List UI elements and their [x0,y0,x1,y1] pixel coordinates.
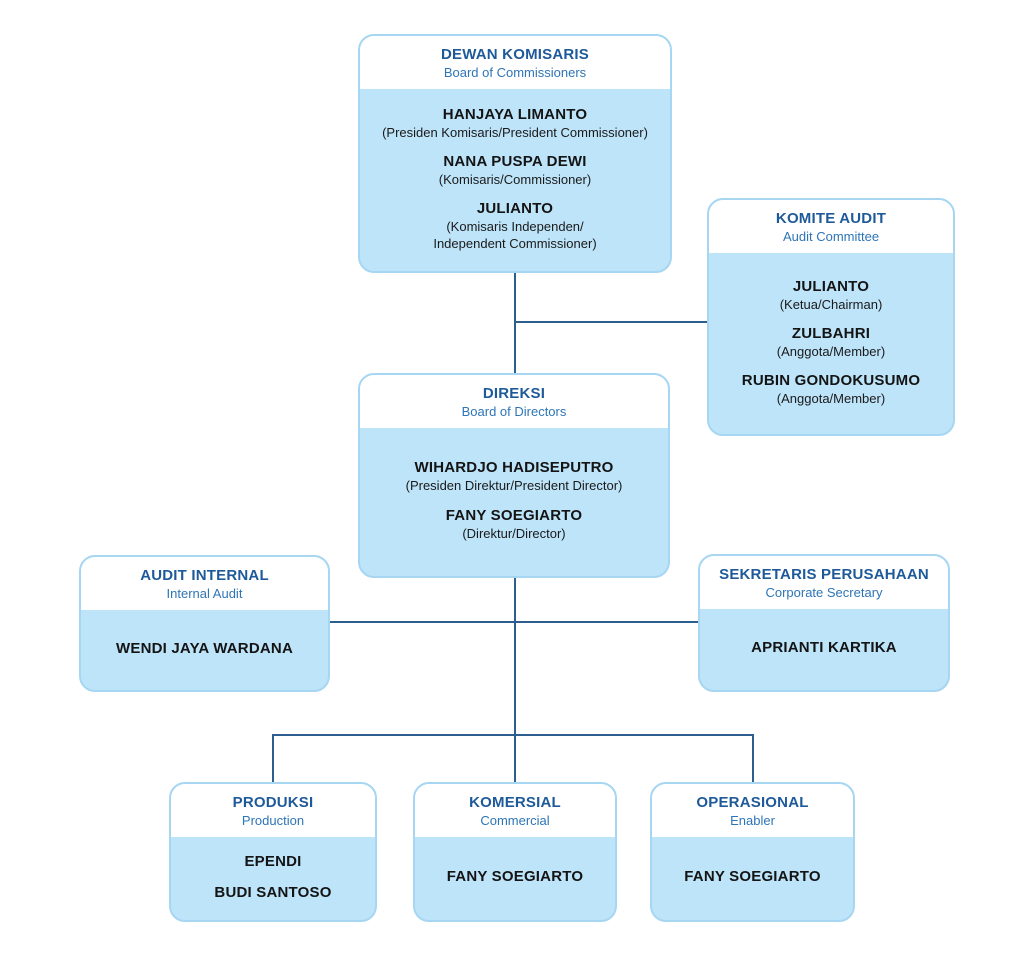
box-subtitle: Corporate Secretary [765,585,883,600]
box-body: HANJAYA LIMANTO (Presiden Komisaris/Pres… [360,89,670,271]
box-body: EPENDI BUDI SANTOSO [171,837,375,920]
box-subtitle: Production [241,813,305,828]
connector-drop-produksi [272,734,274,782]
box-body: APRIANTI KARTIKA [700,609,948,690]
member: FANY SOEGIARTO [447,867,583,886]
box-header: AUDIT INTERNAL Internal Audit [81,557,328,610]
box-header: SEKRETARIS PERUSAHAAN Corporate Secretar… [700,556,948,609]
member: FANY SOEGIARTO (Direktur/Director) [446,506,582,542]
member: ZULBAHRI (Anggota/Member) [777,324,885,360]
box-subtitle: Audit Committee [782,229,880,244]
member-name: NANA PUSPA DEWI [443,152,587,170]
box-header: DIREKSI Board of Directors [360,375,668,428]
box-header: DEWAN KOMISARIS Board of Commissioners [360,36,670,89]
box-title: KOMERSIAL [469,794,561,811]
box-audit-internal: AUDIT INTERNAL Internal Audit WENDI JAYA… [79,555,330,692]
member-name: RUBIN GONDOKUSUMO [741,371,921,389]
box-title: DIREKSI [482,385,546,402]
box-sekretaris-perusahaan: SEKRETARIS PERUSAHAAN Corporate Secretar… [698,554,950,692]
box-produksi: PRODUKSI Production EPENDI BUDI SANTOSO [169,782,377,922]
member: FANY SOEGIARTO [684,867,820,886]
box-subtitle: Internal Audit [166,586,243,601]
box-direksi: DIREKSI Board of Directors WIHARDJO HADI… [358,373,670,578]
member-name: BUDI SANTOSO [214,883,332,901]
connector-bottom-row [272,734,754,736]
member-role: (Anggota/Member) [776,390,886,406]
member-name: WIHARDJO HADISEPUTRO [414,459,614,476]
box-subtitle: Board of Commissioners [443,65,587,80]
box-title: DEWAN KOMISARIS [440,46,589,63]
member: HANJAYA LIMANTO (Presiden Komisaris/Pres… [382,105,648,141]
box-operasional: OPERASIONAL Enabler FANY SOEGIARTO [650,782,855,922]
box-title: AUDIT INTERNAL [140,567,269,584]
member: WENDI JAYA WARDANA [116,639,293,658]
box-title: PRODUKSI [232,794,314,811]
box-body: WIHARDJO HADISEPUTRO (Presiden Direktur/… [360,428,668,576]
box-body: WENDI JAYA WARDANA [81,610,328,690]
member: EPENDI [244,852,301,871]
box-body: JULIANTO (Ketua/Chairman) ZULBAHRI (Angg… [709,253,953,434]
box-title: OPERASIONAL [696,794,809,811]
box-dewan-komisaris: DEWAN KOMISARIS Board of Commissioners H… [358,34,672,273]
member-name: WENDI JAYA WARDANA [116,639,293,657]
box-body: FANY SOEGIARTO [652,837,853,920]
box-header: KOMERSIAL Commercial [415,784,615,837]
member: JULIANTO (Komisaris Independen/ Independ… [433,199,596,252]
box-header: OPERASIONAL Enabler [652,784,853,837]
member: BUDI SANTOSO [214,883,331,902]
member-role: (Presiden Komisaris/President Commission… [382,124,648,140]
member-role: (Ketua/Chairman) [779,296,883,312]
box-header: KOMITE AUDIT Audit Committee [709,200,953,253]
connector-direksi-down [514,577,516,782]
connector-drop-operasional [752,734,754,782]
member-role: (Komisaris Independen/ Independent Commi… [433,218,597,251]
member-name: EPENDI [244,852,302,870]
member-name: FANY SOEGIARTO [445,507,583,524]
member-name: JULIANTO [792,277,870,295]
member: NANA PUSPA DEWI (Komisaris/Commissioner) [439,152,591,188]
box-komite-audit: KOMITE AUDIT Audit Committee JULIANTO (K… [707,198,955,436]
member-name: JULIANTO [476,199,554,217]
member-role: (Komisaris/Commissioner) [438,171,592,187]
member-name: ZULBAHRI [791,324,871,342]
member: APRIANTI KARTIKA [751,638,897,657]
member-name: FANY SOEGIARTO [446,868,584,885]
box-body: FANY SOEGIARTO [415,837,615,920]
box-title: KOMITE AUDIT [775,210,887,227]
member-name: APRIANTI KARTIKA [751,639,897,656]
member-role: (Direktur/Director) [462,526,566,541]
box-komersial: KOMERSIAL Commercial FANY SOEGIARTO [413,782,617,922]
member-role: (Presiden Direktur/President Director) [405,478,623,493]
member: WIHARDJO HADISEPUTRO (Presiden Direktur/… [406,458,623,494]
box-subtitle: Board of Directors [461,404,567,419]
member-name: FANY SOEGIARTO [684,868,821,885]
box-title: SEKRETARIS PERUSAHAAN [719,566,929,583]
connector-side-row [330,621,698,623]
box-subtitle: Enabler [730,813,775,828]
connector-to-komite-audit [514,321,707,323]
member: JULIANTO (Ketua/Chairman) [780,277,883,313]
member-role: (Anggota/Member) [776,343,886,359]
box-subtitle: Commercial [480,813,550,828]
member-name: HANJAYA LIMANTO [442,105,588,123]
box-header: PRODUKSI Production [171,784,375,837]
member: RUBIN GONDOKUSUMO (Anggota/Member) [742,371,920,407]
